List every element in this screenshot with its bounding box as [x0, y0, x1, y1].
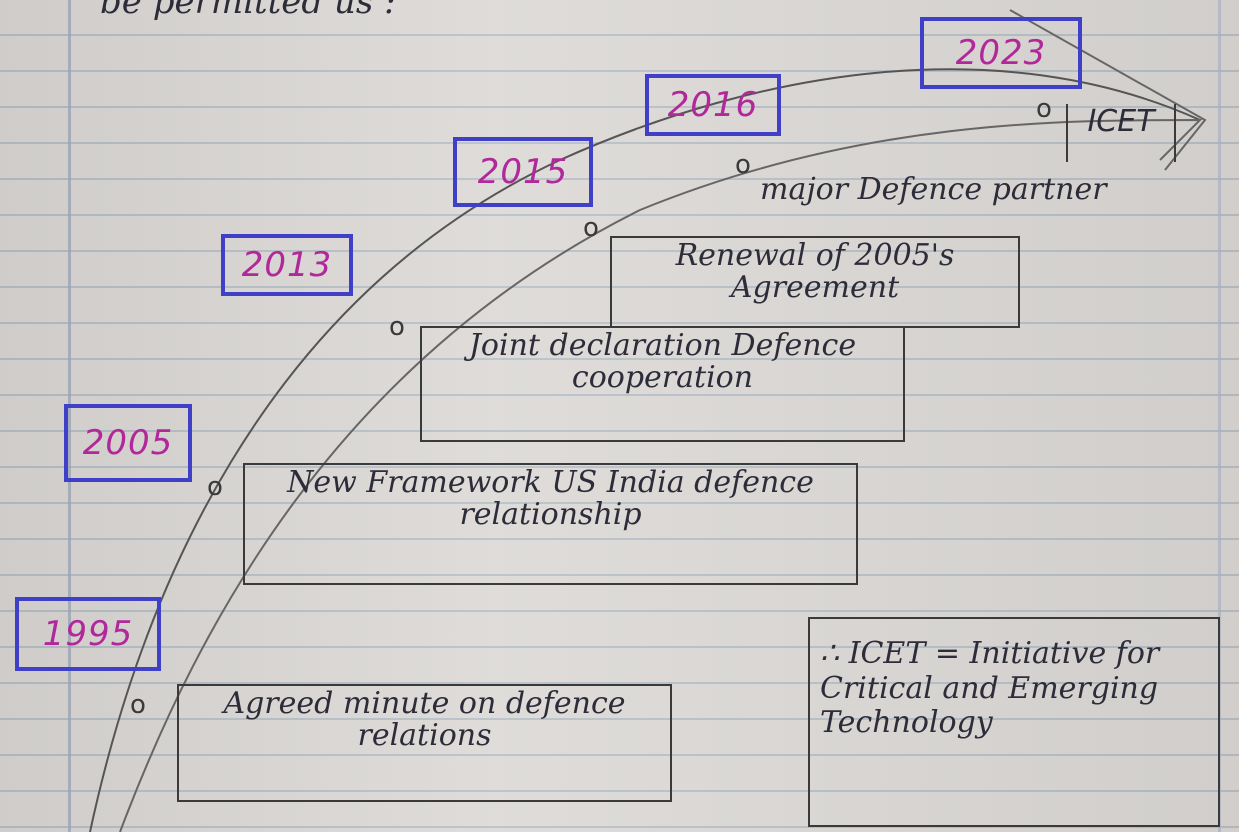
- bullet-2016: o: [735, 150, 751, 180]
- bullet-2015: o: [583, 213, 599, 243]
- event-2013: Joint declaration Defence cooperation: [420, 326, 905, 442]
- year-2013-box: 2013: [221, 234, 353, 296]
- bullet-2023: o: [1036, 94, 1052, 124]
- event-2005: New Framework US India defence relations…: [243, 463, 858, 585]
- bullet-2013: o: [389, 312, 405, 342]
- bullet-2005: o: [207, 472, 223, 502]
- year-2005-box: 2005: [64, 404, 192, 482]
- year-1995-box: 1995: [15, 597, 161, 671]
- year-2023-box: 2023: [920, 17, 1082, 89]
- event-2016: major Defence partner: [760, 172, 1107, 207]
- header-scribble: be permitted us :: [100, 0, 396, 22]
- year-2016-box: 2016: [645, 74, 781, 136]
- margin-line: [68, 0, 71, 832]
- bullet-1995: o: [130, 690, 146, 720]
- year-2015-box: 2015: [453, 137, 593, 207]
- inner-timeline-curve: [119, 118, 1203, 832]
- event-2023: ICET: [1066, 104, 1176, 162]
- icet-definition-note: ∴ ICET = Initiative for Critical and Eme…: [808, 617, 1220, 827]
- event-1995: Agreed minute on defence relations: [177, 684, 672, 802]
- event-2015: Renewal of 2005's Agreement: [610, 236, 1020, 328]
- page-edge-line: [1218, 0, 1221, 832]
- arrow-head: [1009, 9, 1207, 171]
